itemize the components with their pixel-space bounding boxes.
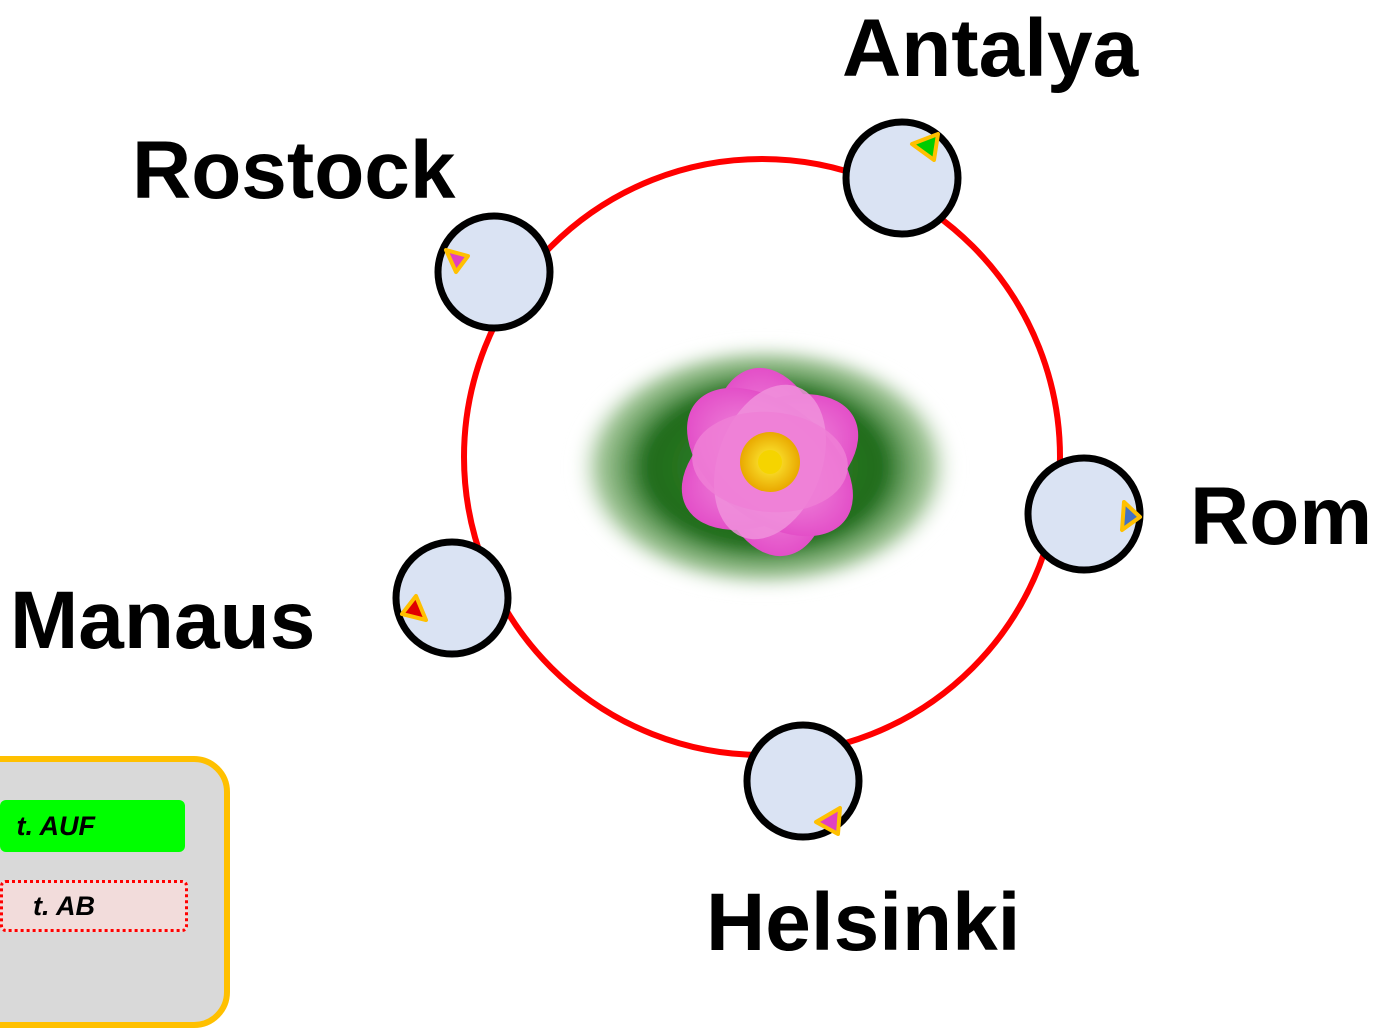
triangle-marker-icon [444,248,470,274]
city-label-helsinki: Helsinki [706,877,1021,968]
up-button[interactable]: t. AUF [0,800,185,852]
triangle-marker-icon [1120,500,1142,532]
down-button[interactable]: t. AB [0,880,188,932]
node-rom[interactable] [1024,454,1144,574]
node-rostock[interactable] [434,212,554,332]
triangle-marker-icon [814,806,842,836]
node-helsinki[interactable] [743,721,863,841]
triangle-marker-icon [400,594,428,622]
flower-image [570,339,960,595]
node-manaus[interactable] [392,538,512,658]
orbit-diagram [392,118,1144,841]
triangle-marker-icon [910,132,940,162]
city-label-manaus: Manaus [10,575,316,666]
city-label-rostock: Rostock [132,125,456,216]
city-label-antalya: Antalya [842,3,1139,94]
city-label-rom: Rom [1190,471,1373,562]
node-antalya[interactable] [842,118,962,238]
